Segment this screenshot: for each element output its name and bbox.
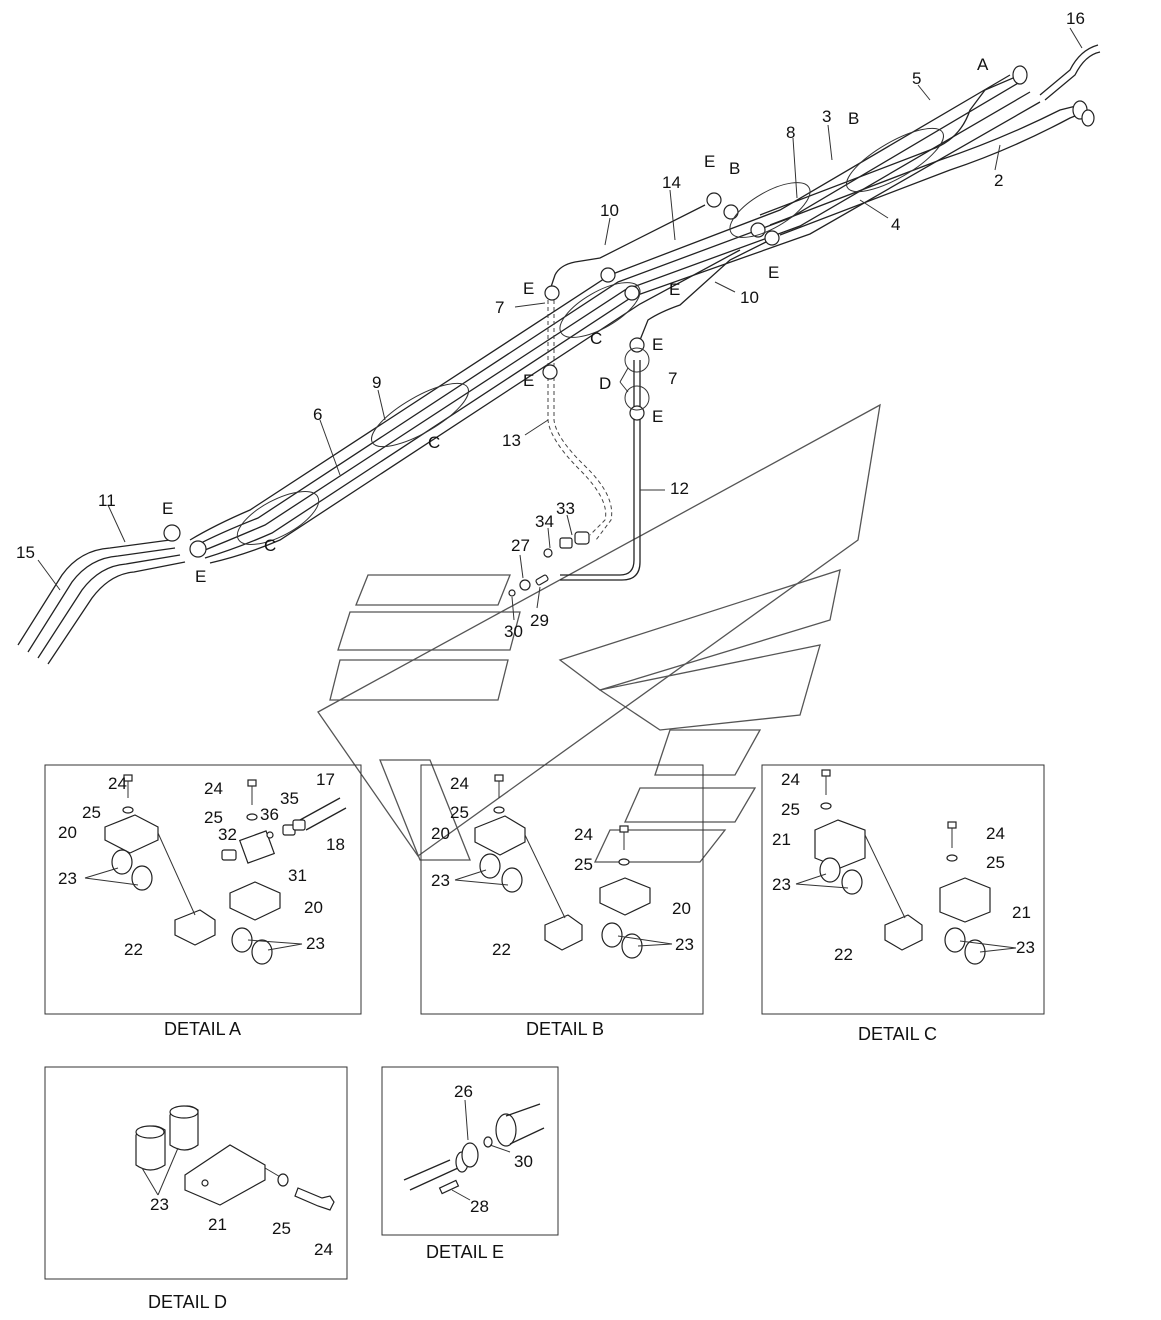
detail-a: 24 25 20 23 22 24 25 32 36 35 17 18 31 2…: [44, 764, 362, 1039]
svg-text:24: 24: [314, 1240, 333, 1259]
svg-text:23: 23: [58, 869, 77, 888]
ref-b-right: B: [848, 109, 859, 128]
svg-text:22: 22: [124, 940, 143, 959]
callout-11: 11: [98, 491, 116, 510]
svg-text:20: 20: [672, 899, 691, 918]
svg-text:25: 25: [82, 803, 101, 822]
ref-e-7: E: [652, 407, 663, 426]
callout-10-upper: 10: [600, 201, 619, 220]
svg-text:25: 25: [574, 855, 593, 874]
svg-text:26: 26: [454, 1082, 473, 1101]
svg-text:18: 18: [326, 835, 345, 854]
svg-text:32: 32: [218, 825, 237, 844]
ref-e-9: E: [195, 567, 206, 586]
leader-lines: [37, 27, 1083, 621]
ref-e-5: E: [652, 335, 663, 354]
callout-12: 12: [670, 479, 689, 498]
callout-34: 34: [535, 512, 554, 531]
detail-reference-letters: A B B C C C D E E E E E E E E E E: [162, 55, 989, 586]
callout-2: 2: [994, 171, 1003, 190]
svg-text:22: 22: [834, 945, 853, 964]
ref-c-upper: C: [590, 329, 602, 348]
callout-13: 13: [502, 431, 521, 450]
ref-e-1: E: [704, 152, 715, 171]
svg-text:24: 24: [108, 774, 127, 793]
ref-e-4: E: [669, 280, 680, 299]
svg-text:23: 23: [150, 1195, 169, 1214]
main-callouts: 16 5 3 8 2 4 14 10 7 10 7 9 6 13 12 11 1…: [16, 9, 1085, 641]
svg-text:21: 21: [1012, 903, 1031, 922]
svg-text:25: 25: [272, 1219, 291, 1238]
svg-text:22: 22: [492, 940, 511, 959]
callout-8: 8: [786, 123, 795, 142]
callout-6: 6: [313, 405, 322, 424]
detail-d-caption: DETAIL D: [148, 1292, 227, 1312]
svg-text:31: 31: [288, 866, 307, 885]
svg-text:20: 20: [304, 898, 323, 917]
callout-10-lower: 10: [740, 288, 759, 307]
svg-text:30: 30: [514, 1152, 533, 1171]
detail-a-caption: DETAIL A: [164, 1019, 241, 1039]
svg-text:28: 28: [470, 1197, 489, 1216]
svg-text:25: 25: [781, 800, 800, 819]
detail-b: 24 25 20 23 22 24 25 20 23 DETAIL B: [420, 764, 704, 1039]
svg-text:21: 21: [208, 1215, 227, 1234]
svg-text:36: 36: [260, 805, 279, 824]
detail-d: 23 21 25 24 DETAIL D: [44, 1066, 348, 1312]
svg-text:23: 23: [772, 875, 791, 894]
ref-a: A: [977, 55, 989, 74]
ref-c-lower: C: [264, 536, 276, 555]
detail-b-caption: DETAIL B: [526, 1019, 604, 1039]
svg-text:23: 23: [1016, 938, 1035, 957]
pipe-bundle: [17, 44, 1101, 665]
callout-16: 16: [1066, 9, 1085, 28]
callout-9: 9: [372, 373, 381, 392]
ref-d: D: [599, 374, 611, 393]
detail-c-caption: DETAIL C: [858, 1024, 937, 1044]
callout-30: 30: [504, 622, 523, 641]
ref-e-8: E: [162, 499, 173, 518]
svg-text:24: 24: [574, 825, 593, 844]
svg-text:24: 24: [204, 779, 223, 798]
detail-indicators: [236, 127, 944, 545]
svg-text:20: 20: [58, 823, 77, 842]
svg-text:35: 35: [280, 789, 299, 808]
lower-fittings: [508, 531, 590, 597]
callout-27: 27: [511, 536, 530, 555]
svg-text:24: 24: [781, 770, 800, 789]
callout-3: 3: [822, 107, 831, 126]
svg-text:17: 17: [316, 770, 335, 789]
callout-4: 4: [891, 215, 900, 234]
callout-14: 14: [662, 173, 681, 192]
callout-5: 5: [912, 69, 921, 88]
callout-33: 33: [556, 499, 575, 518]
detail-e: 26 30 28 DETAIL E: [381, 1066, 559, 1262]
svg-text:25: 25: [204, 808, 223, 827]
ref-c-mid: C: [428, 433, 440, 452]
ref-e-2: E: [768, 263, 779, 282]
svg-text:23: 23: [431, 871, 450, 890]
svg-text:23: 23: [675, 935, 694, 954]
callout-29: 29: [530, 611, 549, 630]
svg-text:24: 24: [450, 774, 469, 793]
svg-text:24: 24: [986, 824, 1005, 843]
detail-e-caption: DETAIL E: [426, 1242, 504, 1262]
detail-c: 24 25 21 23 22 24 25 21 23 DETAIL C: [761, 764, 1045, 1044]
ref-e-3: E: [523, 279, 534, 298]
ref-e-6: E: [523, 371, 534, 390]
svg-text:20: 20: [431, 824, 450, 843]
boom-outline-ghost: [317, 403, 881, 863]
svg-text:23: 23: [306, 934, 325, 953]
svg-text:25: 25: [986, 853, 1005, 872]
svg-text:25: 25: [450, 803, 469, 822]
ref-b-mid: B: [729, 159, 740, 178]
svg-text:21: 21: [772, 830, 791, 849]
callout-7-right: 7: [668, 369, 677, 388]
callout-15: 15: [16, 543, 35, 562]
callout-7-left: 7: [495, 298, 504, 317]
